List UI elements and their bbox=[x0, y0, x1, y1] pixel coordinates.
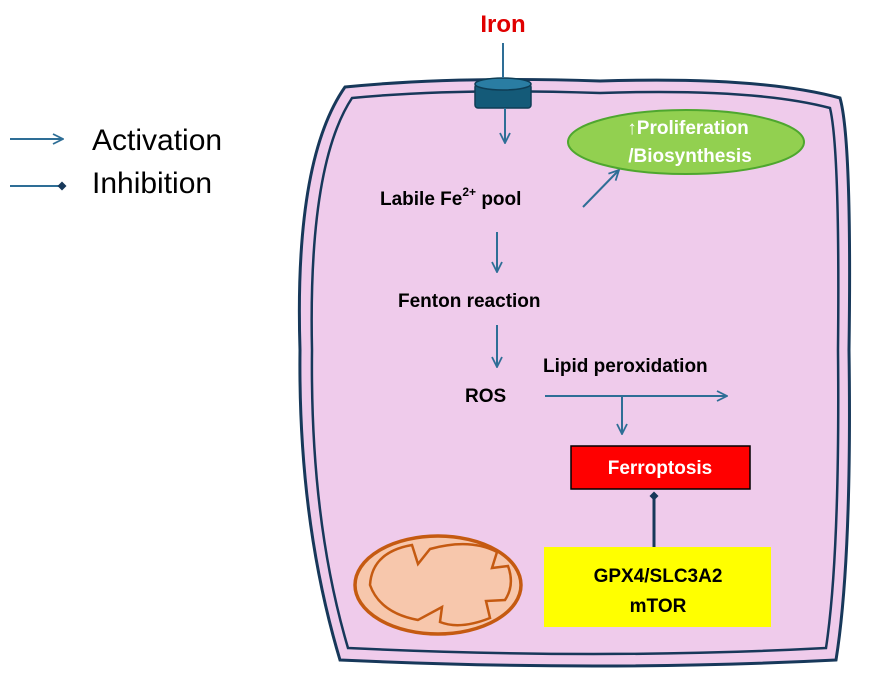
ros-label: ROS bbox=[465, 386, 506, 407]
labile-suffix: pool bbox=[476, 189, 521, 210]
proliferation-label-line2: /Biosynthesis bbox=[628, 146, 752, 167]
mitochondrion-icon bbox=[353, 534, 523, 636]
lipid-peroxidation-label: Lipid peroxidation bbox=[543, 356, 708, 377]
iron-channel bbox=[474, 43, 532, 109]
labile-prefix: Labile Fe bbox=[380, 189, 462, 210]
ferroptosis-node: Ferroptosis bbox=[570, 445, 751, 490]
labile-iron-pool-label: Labile Fe2+ pool bbox=[380, 185, 521, 210]
regulators-label-line1: GPX4/SLC3A2 bbox=[594, 566, 723, 587]
proliferation-node: ↑Proliferation /Biosynthesis bbox=[567, 109, 805, 175]
labile-superscript: 2+ bbox=[462, 185, 476, 199]
iron-label: Iron bbox=[480, 11, 525, 38]
proliferation-label-line1: ↑Proliferation bbox=[627, 118, 748, 139]
regulators-label-line2: mTOR bbox=[630, 596, 687, 617]
regulators-node: GPX4/SLC3A2 mTOR bbox=[544, 547, 771, 627]
fenton-reaction-label: Fenton reaction bbox=[398, 291, 541, 312]
cell bbox=[297, 77, 852, 668]
pathway-arrows bbox=[497, 108, 727, 547]
labile-to-proliferation-arrow bbox=[582, 170, 619, 208]
ferroptosis-label: Ferroptosis bbox=[608, 458, 713, 479]
cell-outer-membrane bbox=[297, 77, 852, 668]
legend: Activation Inhibition bbox=[10, 124, 222, 200]
inhibition-legend-label: Inhibition bbox=[92, 167, 212, 200]
activation-legend-label: Activation bbox=[92, 124, 222, 157]
cell-inner-membrane bbox=[310, 90, 840, 656]
